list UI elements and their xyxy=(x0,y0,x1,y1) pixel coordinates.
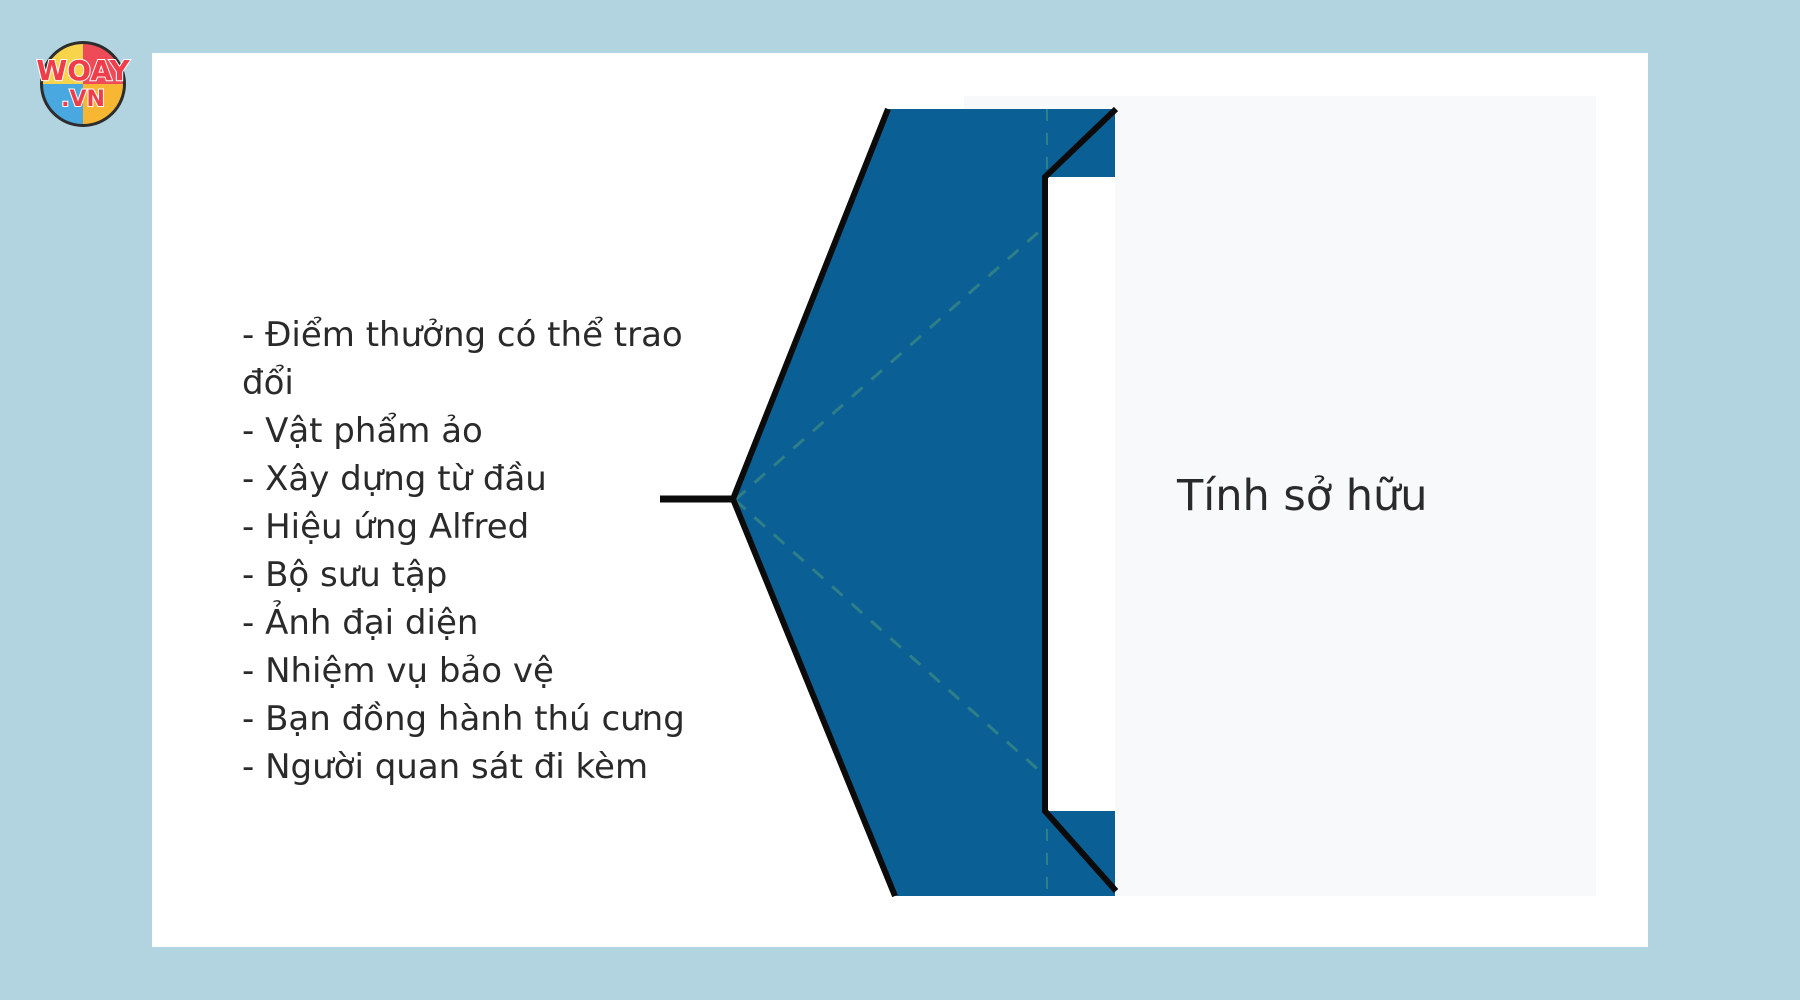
list-item: - Nhiệm vụ bảo vệ xyxy=(242,651,554,691)
panel-title: Tính sở hữu xyxy=(1177,471,1428,521)
chevron-shape xyxy=(732,109,1115,896)
chevron-inner-cut xyxy=(1045,177,1115,811)
list-item: - Hiệu ứng Alfred xyxy=(242,507,530,547)
list-item: - Bạn đồng hành thú cưng xyxy=(242,699,685,739)
dashed-guide-top xyxy=(734,227,1043,502)
dashed-guide-bottom xyxy=(734,498,1043,775)
list-item: - Vật phẩm ảo xyxy=(242,411,483,451)
list-item: - Người quan sát đi kèm xyxy=(242,747,649,787)
logo-text: WOAY xyxy=(36,54,130,87)
inner-outline xyxy=(1042,106,1119,893)
list-item: - Điểm thưởng có thể trao đổi xyxy=(242,315,683,403)
logo-subtext: .VN xyxy=(61,87,105,112)
feature-list: - Điểm thưởng có thể trao đổi - Vật phẩm… xyxy=(242,311,712,791)
woay-logo: WOAY .VN xyxy=(26,38,140,130)
list-item: - Xây dựng từ đầu xyxy=(242,459,547,499)
diagram-graphic xyxy=(660,96,1596,898)
diagram-card: - Điểm thưởng có thể trao đổi - Vật phẩm… xyxy=(152,53,1648,947)
list-item: - Bộ sưu tập xyxy=(242,555,448,595)
list-item: - Ảnh đại diện xyxy=(242,603,479,643)
